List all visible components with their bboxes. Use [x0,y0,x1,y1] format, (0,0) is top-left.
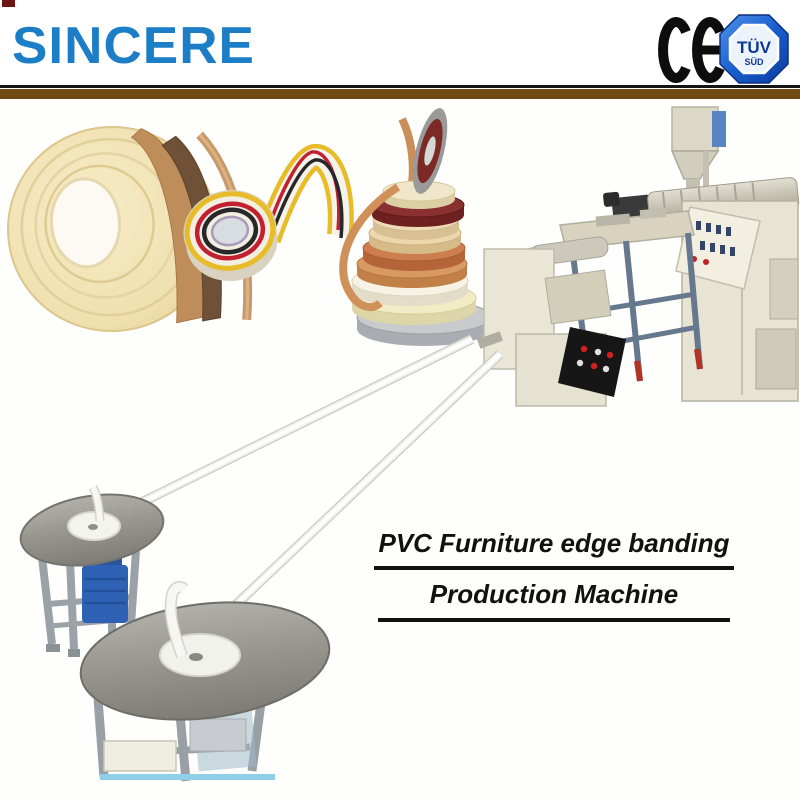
corner-crop-mark [2,0,15,7]
ribbon-red-stripe [264,150,341,235]
ce-letter-c [658,17,691,83]
tuv-sud-badge: TÜV SÜD [719,14,789,84]
tuv-badge-text-bottom: SÜD [744,57,764,67]
caption: PVC Furniture edge banding Production Ma… [348,528,760,622]
haul-off-mid-block [544,269,612,325]
cabinet-lower-box [755,328,797,390]
hopper [670,106,726,263]
stack-loop-strip [339,183,401,312]
tuv-badge-text-top: TÜV [737,38,772,57]
ribbon-black-stripe [267,158,344,243]
winder-rear-strip-curl [166,582,188,658]
ce-letter-e [692,17,725,83]
roll-hole [210,215,250,247]
band-roll-stack [339,108,492,346]
header-divider [0,85,800,99]
winder-rear-side-box [189,718,247,752]
divider-brown-band [0,89,800,99]
winder-rear-base-line [100,774,275,780]
band-strip-front [97,334,475,528]
motor-fins [84,577,126,605]
band-ribbon [255,144,354,244]
control-cabinet [675,200,799,402]
ce-letters [658,17,725,83]
cabinet-side-box [769,258,799,320]
haul-off-panel-buttons [576,345,614,373]
strip-exit-nozzle [477,331,503,349]
divider-black-line [0,85,800,88]
ce-mark-icon [658,17,725,83]
winder-front [19,484,165,657]
winder-front-bolt [88,524,98,530]
header-bar: SINCERE TÜV SÜD [0,0,800,86]
winder-front-strip-curl [90,485,103,522]
product-collage [7,106,800,782]
winder-front-motor [82,565,128,623]
winder-rear [79,581,331,782]
winder-rear-control-box [103,740,177,772]
tuv-octagon-inner [728,23,780,75]
company-logo: SINCERE [12,17,255,75]
hopper-loader-blue [712,111,726,147]
divider-gap [0,88,800,89]
hopper-cone [670,150,720,180]
caption-line2: Production Machine [377,579,731,622]
stack-standing-roll [412,108,448,194]
extrusion-line-machine [477,106,800,407]
striped-band-roll [183,190,278,282]
coil-hole [49,177,122,269]
haul-off-unit [477,236,626,407]
haul-off-control-panel [558,327,626,397]
winder-rear-bolt [189,653,203,661]
hopper-body [671,106,719,152]
caption-line1: PVC Furniture edge banding [374,528,734,570]
